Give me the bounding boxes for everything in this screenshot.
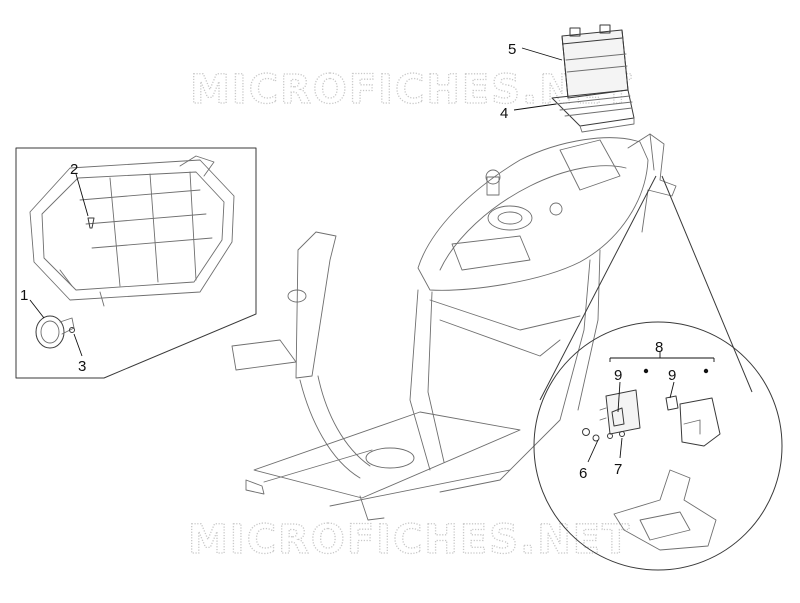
group-bracket-8: [609, 352, 715, 362]
relay-washer[interactable]: [607, 431, 625, 439]
fuse[interactable]: [611, 395, 679, 427]
luggage-rack[interactable]: [29, 155, 235, 307]
battery[interactable]: [561, 24, 629, 99]
battery-tray[interactable]: [551, 89, 635, 133]
callout-9-left: 9: [614, 367, 622, 384]
callout-9-right: 9: [668, 367, 676, 384]
callout-7: 7: [614, 461, 622, 478]
watermark-top: MICROFICHES.NET: [190, 67, 633, 113]
callout-8: 8: [655, 339, 663, 356]
callout-2: 2: [70, 161, 78, 178]
callout-4: 4: [500, 105, 508, 122]
inset-leader-line: [539, 175, 753, 401]
marker-dot-right: [703, 368, 709, 374]
relay-bracket[interactable]: [613, 469, 717, 551]
leader-9b: [669, 381, 675, 399]
callout-1: 1: [20, 287, 28, 304]
leader-3: [73, 333, 83, 357]
leader-7: [619, 437, 623, 459]
callout-5: 5: [508, 41, 516, 58]
leader-2: [75, 173, 89, 217]
scooter-frame[interactable]: [231, 133, 677, 521]
watermark-bottom: MICROFICHES.NET: [188, 517, 631, 563]
horn[interactable]: [35, 315, 75, 349]
leader-5: [521, 47, 563, 61]
callout-6: 6: [579, 465, 587, 482]
leader-1: [29, 299, 45, 319]
inset-box-left: [15, 147, 257, 379]
nut[interactable]: [69, 327, 75, 333]
relay-assembly[interactable]: [599, 389, 721, 447]
marker-dot-left: [643, 368, 649, 374]
leader-9a: [617, 381, 621, 413]
callout-3: 3: [78, 358, 86, 375]
leader-4: [513, 103, 557, 111]
inset-circle-right: [533, 321, 783, 571]
leader-6: [587, 439, 599, 463]
screw[interactable]: [87, 217, 95, 229]
relay-screw[interactable]: [582, 428, 600, 442]
